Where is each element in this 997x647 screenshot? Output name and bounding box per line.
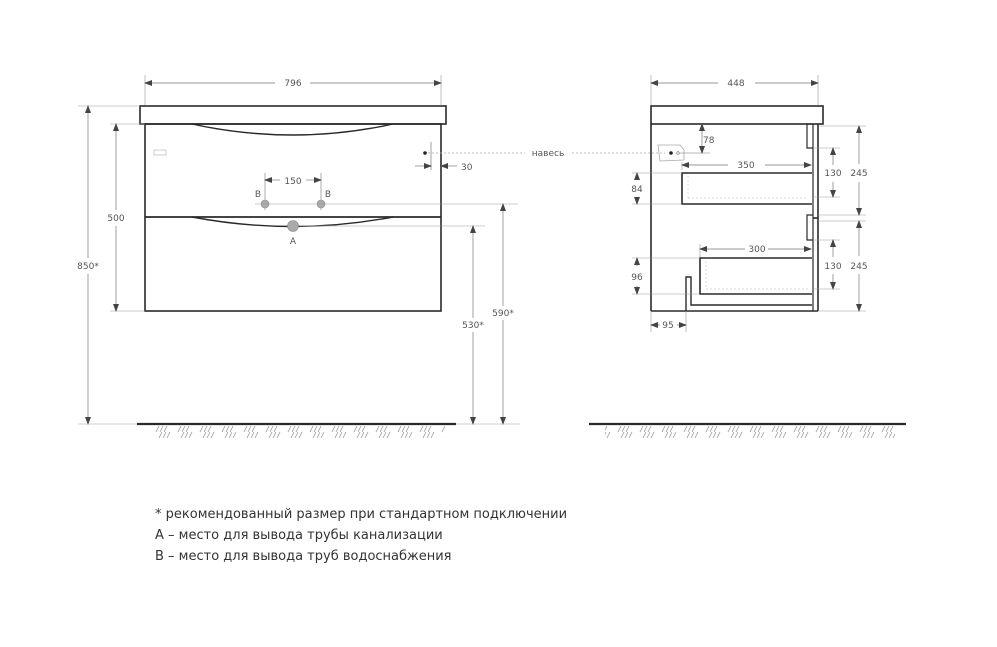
water-height-dim: 590* xyxy=(492,309,514,319)
left-hanger-mark xyxy=(153,149,167,156)
legend-notes: * рекомендованный размер при стандартном… xyxy=(155,504,567,567)
hanger-top-dim: 78 xyxy=(703,136,715,146)
label-b-right: В xyxy=(325,190,331,200)
upper-drawer xyxy=(681,172,812,205)
side-depth-dim: 448 xyxy=(727,79,744,89)
lower-front-height-dim: 130 xyxy=(824,262,841,272)
floor-hatch-side xyxy=(605,426,895,438)
side-view: 448 78 350 84 xyxy=(589,75,906,438)
water-spacing-dim: 150 xyxy=(284,177,301,187)
front-view: 796 30 навесь 150 В В xyxy=(77,75,665,438)
hanger-label: навесь xyxy=(532,149,565,159)
note-drain-pipe: А – место для вывода трубы канализации xyxy=(155,528,443,543)
drain-height-dim: 530* xyxy=(462,321,484,331)
total-height-dim: 850* xyxy=(77,262,99,272)
lower-drawer-depth-dim: 300 xyxy=(748,245,765,255)
upper-handle-notch xyxy=(806,123,813,149)
hanger-bracket xyxy=(657,144,685,162)
side-countertop xyxy=(650,105,824,125)
label-b-left: В xyxy=(255,190,261,200)
right-hanger-dot xyxy=(423,151,427,155)
countertop xyxy=(139,105,447,125)
note-water-pipes: В – место для вывода труб водоснабжения xyxy=(155,549,452,564)
upper-front-height-dim: 130 xyxy=(824,169,841,179)
upper-section-height-dim: 245 xyxy=(850,169,867,179)
floor-hatch-front xyxy=(155,426,445,438)
lower-drawer xyxy=(699,257,812,295)
label-a: А xyxy=(290,237,297,247)
hanger-offset-dim: 30 xyxy=(461,163,473,173)
rear-cutout xyxy=(685,276,812,311)
upper-drawer-depth-dim: 350 xyxy=(737,161,754,171)
cutout-width-dim: 95 xyxy=(662,321,673,331)
front-width-dim: 796 xyxy=(284,79,301,89)
lower-section-height-dim: 245 xyxy=(850,262,867,272)
upper-drawer-height-dim: 84 xyxy=(631,185,643,195)
lower-handle-notch xyxy=(806,214,813,241)
drain-pipe-a xyxy=(287,220,299,232)
cabinet-height-dim: 500 xyxy=(107,214,124,224)
lower-drawer-height-dim: 96 xyxy=(631,273,643,283)
upper-handle-curve xyxy=(191,123,394,136)
note-recommended-size: * рекомендованный размер при стандартном… xyxy=(155,507,568,522)
